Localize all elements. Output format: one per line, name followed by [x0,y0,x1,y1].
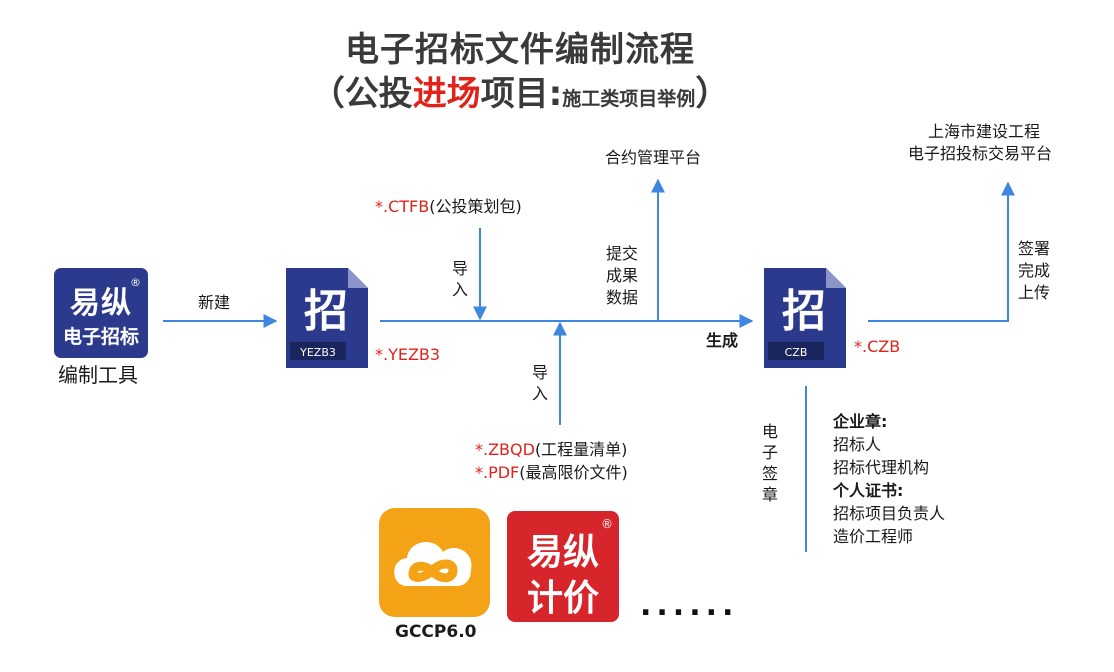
gccp-app-icon [379,508,490,617]
pricing-text-line2: 计价 [526,578,599,619]
pdf-description: (最高限价文件) [519,463,628,482]
zbqd-label: *.ZBQD(工程量清单) [475,439,627,460]
generate-label: 生成 [706,331,739,350]
esign-label: 电子签章 [761,422,778,504]
pdf-extension: *.PDF [475,463,520,482]
yizong-pricing-icon: 易纵 计价 ® [507,511,619,622]
zbqd-description: (工程量清单) [534,440,628,459]
trade-platform-line1: 上海市建设工程 [928,122,1041,141]
logo-text-line1: 易纵 [70,286,132,321]
personal-cert-title: 个人证书: [833,481,904,500]
submit-results-label: 提交成果数据 [606,244,639,307]
new-label: 新建 [198,293,231,312]
ctfb-description: (公投策划包) [429,197,522,216]
page-subtitle: （公投进场项目:施工类项目举例） [310,74,730,114]
yezb3-extension: *.YEZB3 [375,345,441,364]
czb-extension: *.CZB [854,337,901,356]
arrow-upload [868,181,1015,322]
ctfb-label: *.CTFB(公投策划包) [375,196,522,217]
company-item-tenderer: 招标人 [833,435,882,454]
gccp-caption: GCCP6.0 [395,622,477,642]
contract-platform-label: 合约管理平台 [605,148,702,167]
zbqd-extension: *.ZBQD [475,440,535,459]
import-bottom-label: 导入 [531,363,548,403]
tool-caption: 编制工具 [58,363,138,387]
import-top-label: 导入 [451,259,468,299]
czb-icon-char: 招 [782,286,826,337]
registered-mark: ® [130,276,141,289]
ctfb-extension: *.CTFB [375,197,430,216]
trade-platform-line2: 电子招投标交易平台 [908,144,1053,163]
page-title: 电子招标文件编制流程 [345,30,695,70]
yezb3-icon-char: 招 [304,286,348,337]
company-item-agency: 招标代理机构 [833,458,930,477]
pdf-label: *.PDF(最高限价文件) [475,462,628,483]
yezb3-file-icon: 招 YEZB3 [286,268,368,368]
logo-text-line2: 电子招标 [62,326,139,348]
pricing-text-line1: 易纵 [526,532,599,573]
sign-upload-label: 签署完成上传 [1018,239,1051,302]
pricing-registered-mark: ® [601,517,613,531]
czb-icon-tag: CZB [785,346,808,359]
cloud-infinity-icon [394,541,472,586]
more-apps-ellipsis: ...... [640,588,739,623]
personal-item-cost-engineer: 造价工程师 [833,527,914,546]
personal-item-project-lead: 招标项目负责人 [833,504,946,523]
company-seal-title: 企业章: [833,412,888,431]
czb-file-icon: 招 CZB [764,268,846,368]
yezb3-icon-tag: YEZB3 [299,346,336,359]
yizong-tool-logo: 易纵 ® 电子招标 [54,268,148,358]
